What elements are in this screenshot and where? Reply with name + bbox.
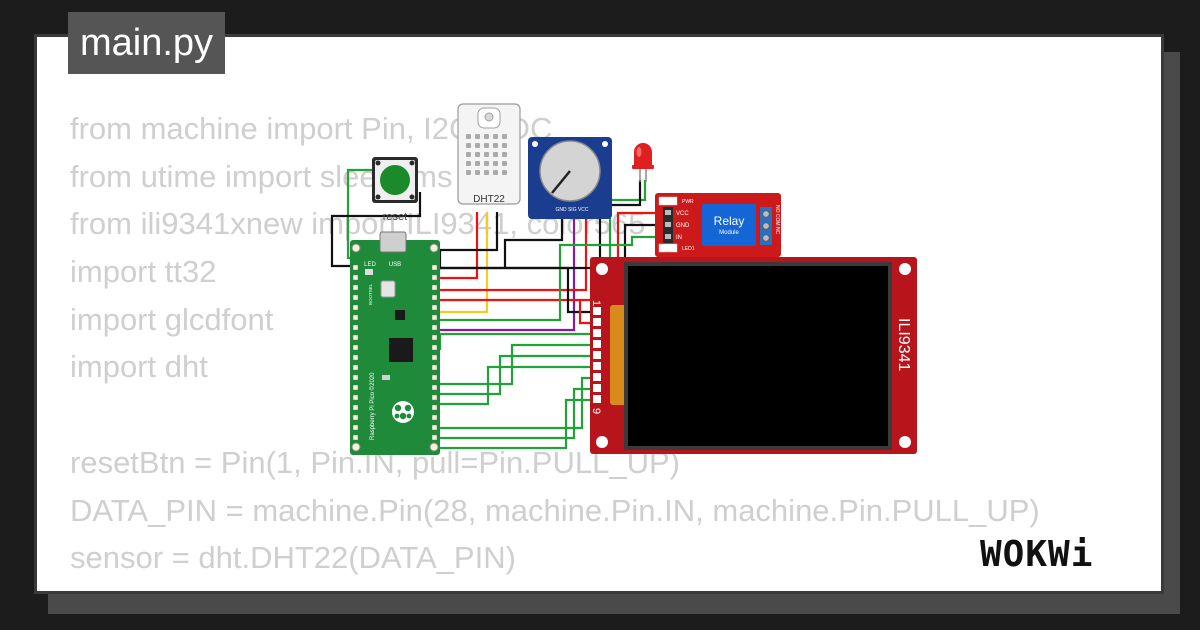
reset-pushbutton[interactable]: reset xyxy=(372,157,418,223)
pico-pin-headers xyxy=(351,243,439,452)
wokwi-logo: WOKWi xyxy=(980,534,1093,575)
file-tab[interactable]: main.py xyxy=(68,12,226,74)
wire-pot-sig xyxy=(430,214,576,332)
pico-usb-port xyxy=(379,231,407,253)
wire-relay-vcc xyxy=(430,211,665,302)
code-line: import glcdfont xyxy=(70,301,274,337)
relay-title: Relay xyxy=(714,214,745,228)
wire-display-6 xyxy=(430,365,598,406)
wire-pot-vcc xyxy=(430,214,588,292)
relay-subtitle: Module xyxy=(719,230,739,236)
wire-display-8 xyxy=(430,387,598,440)
pico-bootsel-label: BOOTSEL xyxy=(368,283,373,305)
wire-display-1 xyxy=(430,266,598,314)
potentiometer-pins-label: GND SIG VCC xyxy=(555,207,588,213)
raspberry-logo-icon xyxy=(392,401,414,423)
raspberry-pi-pico: USB LED BOOTSEL Raspberry Pi Pico ©2020 xyxy=(350,231,440,455)
display-pin-first-label: 1 xyxy=(590,300,602,306)
dht22-grille xyxy=(466,134,507,175)
wire-dht-data xyxy=(430,212,489,314)
wire-dht-vcc xyxy=(430,212,479,280)
code-line: DATA_PIN = machine.Pin(28, machine.Pin.I… xyxy=(70,492,1040,528)
wokwi-logo-text: WOKWi xyxy=(980,534,1093,575)
pushbutton-cap[interactable] xyxy=(380,165,410,195)
relay-led-label: LED1 xyxy=(682,246,695,252)
relay-pin-gnd: GND xyxy=(676,223,690,229)
code-line: import tt32 xyxy=(70,254,217,290)
dht22-label: DHT22 xyxy=(473,194,505,205)
relay-terminal-label: NO COM NC xyxy=(774,205,780,235)
relay-pin-in: IN xyxy=(676,235,682,241)
dht22-sensor: DHT22 xyxy=(457,103,521,205)
pico-chip xyxy=(389,338,413,362)
display-screen xyxy=(628,266,888,446)
wire-display-4 xyxy=(430,343,598,386)
code-line: sensor = dht.DHT22(DATA_PIN) xyxy=(70,540,516,576)
potentiometer[interactable]: GND SIG VCC xyxy=(528,137,612,219)
wire-display-3 xyxy=(438,332,598,350)
display-label: ILI9341 xyxy=(895,318,912,371)
wire-relay-in xyxy=(430,235,665,322)
pico-board-label: Raspberry Pi Pico ©2020 xyxy=(369,372,376,440)
pico-bootsel-button[interactable] xyxy=(380,280,396,298)
pushbutton-label: reset xyxy=(383,211,407,223)
pico-led-label: LED xyxy=(364,262,376,268)
wire-button-black xyxy=(330,192,422,268)
relay-module: PWR VCC GND IN LED1 Relay Module NO COM … xyxy=(655,193,781,257)
wire-led-cathode xyxy=(598,180,642,260)
relay-pwr-label: PWR xyxy=(682,199,694,205)
ili9341-display: 1 9 ILI9341 xyxy=(590,257,917,454)
wire-display-5 xyxy=(430,354,598,396)
pico-usb-label: USB xyxy=(389,262,401,268)
wire-pot-gnd xyxy=(503,214,564,268)
relay-pin-vcc: VCC xyxy=(676,211,689,217)
red-led xyxy=(632,143,654,182)
code-line: from utime import sleep_ms xyxy=(70,158,453,194)
wire-display-9 xyxy=(430,398,598,450)
code-line: import dht xyxy=(70,349,208,385)
display-pin-last-label: 9 xyxy=(590,408,602,414)
display-pin-header xyxy=(593,307,601,403)
